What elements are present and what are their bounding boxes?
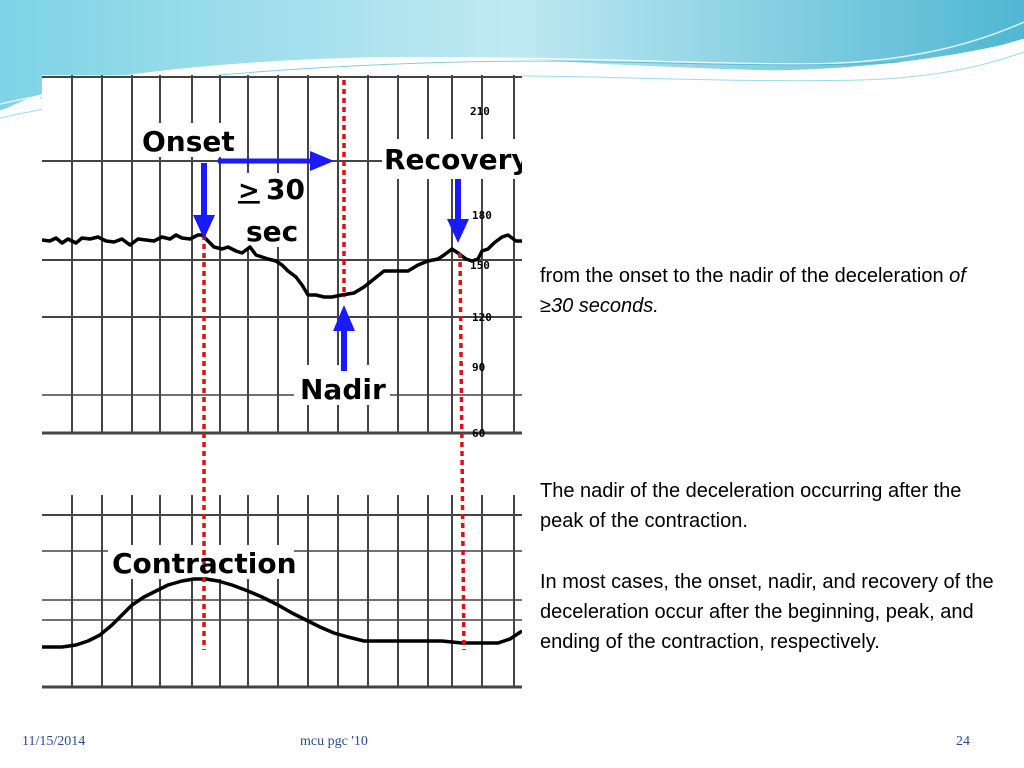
nadir-note: The nadir of the deceleration occurring … [540, 480, 962, 532]
scale-label-180: 180 [472, 209, 492, 222]
fhr-trace [42, 233, 522, 299]
ctg-strip-figure: 210 180 150 120 90 60 Onset Recovery > 3… [42, 75, 522, 692]
duration-ge-label: > [238, 176, 260, 206]
scale-label-60: 60 [472, 427, 485, 440]
footer-date: 11/15/2014 [22, 734, 86, 749]
duration-number-label: 30 [266, 173, 305, 206]
fhr-scale-labels: 210 180 150 120 90 60 [470, 105, 492, 440]
definition-plain: from the onset to the nadir of the decel… [540, 265, 950, 287]
recovery-reference-line [458, 252, 466, 651]
definition-text: from the onset to the nadir of the decel… [540, 261, 1000, 321]
onset-arrowhead [193, 215, 215, 239]
uc-grid [42, 495, 522, 689]
reference-lines [202, 80, 466, 651]
scale-label-120: 120 [472, 311, 492, 324]
scale-label-top: 210 [470, 105, 490, 118]
scale-label-150: 150 [470, 259, 490, 272]
footer-title: mcu pgc '10 [300, 734, 368, 749]
recovery-arrowhead [447, 219, 469, 243]
annotation-arrows [193, 151, 469, 371]
duration-unit-label: sec [246, 215, 298, 248]
duration-arrowhead [310, 151, 334, 171]
footer-page-number: 24 [956, 734, 970, 749]
onset-label: Onset [142, 125, 235, 158]
contraction-label: Contraction [112, 547, 297, 580]
cases-note: In most cases, the onset, nadir, and rec… [540, 571, 994, 653]
nadir-label: Nadir [300, 373, 386, 406]
contraction-trace [42, 577, 522, 649]
scale-label-90: 90 [472, 361, 485, 374]
recovery-label: Recovery [384, 143, 522, 176]
nadir-arrowhead [333, 305, 355, 331]
definition-italic: of ≥30 seconds. [540, 265, 966, 317]
